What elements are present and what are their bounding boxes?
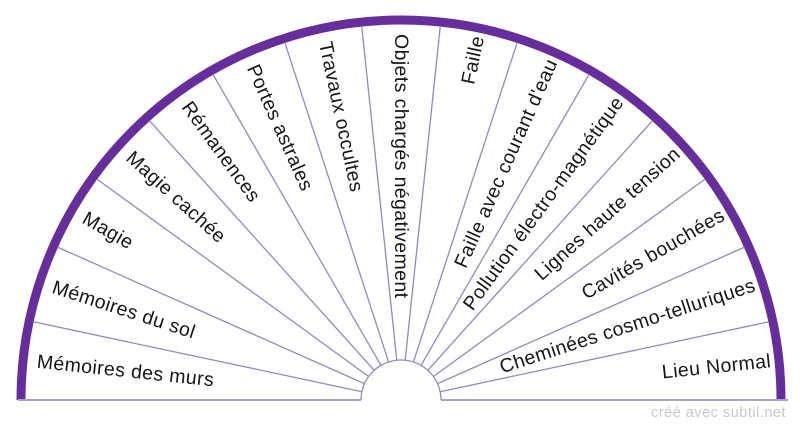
sector-line — [439, 321, 769, 393]
watermark: créé avec subtil.net — [651, 405, 786, 421]
sector-line — [33, 321, 363, 393]
outer-arc — [16, 15, 786, 401]
sector-line — [361, 26, 398, 361]
sector-line — [57, 246, 365, 385]
sector-line — [427, 120, 654, 371]
sector-line — [433, 178, 706, 378]
sector-line — [412, 42, 518, 363]
sector-line — [404, 26, 441, 361]
sector-line — [284, 42, 390, 363]
sector-line — [96, 178, 369, 378]
sector-line — [212, 74, 382, 366]
sector-line — [420, 74, 590, 366]
sector-line — [148, 120, 375, 371]
sector-line — [437, 246, 745, 385]
hub-arc — [360, 359, 442, 401]
